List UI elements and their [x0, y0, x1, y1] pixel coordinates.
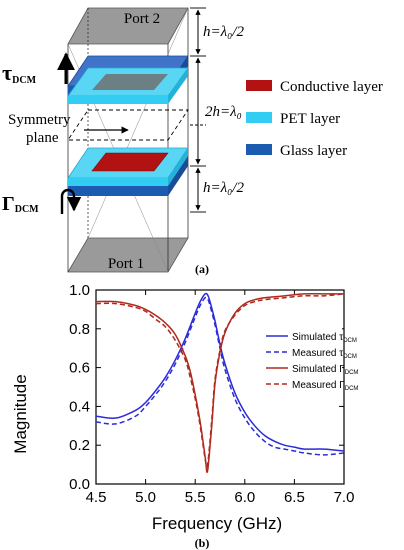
legend-label-3: Measured ΓDCM [292, 380, 358, 392]
symmetry-label: Symmetry [8, 112, 71, 128]
x-tick-label: 5.0 [135, 489, 156, 506]
symmetry-label-line2: plane [26, 130, 59, 146]
x-tick-label: 5.5 [185, 489, 206, 506]
symmetry-plane [67, 109, 189, 141]
dim-top-label: h=λ₀/2 [203, 24, 245, 40]
lower-slab [67, 147, 189, 196]
y-tick-label: 0.2 [69, 437, 90, 454]
schematic-figure: Port 2 Port 1 h=λ₀/2 2h=λ₀ h=λ₀/2 τDCM Γ… [2, 7, 383, 273]
tau-symbol: τDCM [2, 60, 37, 86]
y-tick-label: 0.6 [69, 360, 90, 377]
y-tick-label: 0.8 [69, 321, 90, 338]
dim-bottom-label: h=λ₀/2 [203, 180, 245, 196]
port-2-label: Port 2 [124, 11, 160, 27]
legend-swatch-pet [246, 112, 272, 123]
legend-swatch-glass [246, 144, 272, 155]
series-line-1 [95, 296, 345, 456]
legend-label-conductive: Conductive layer [280, 79, 383, 95]
series-line-0 [95, 292, 345, 452]
lower-conductive-patch [91, 152, 169, 172]
gamma-symbol: ΓDCM [2, 193, 39, 215]
legend-label-2: Simulated ΓDCM [292, 364, 358, 376]
legend-label-glass: Glass layer [280, 143, 347, 159]
legend-label-1: Measured τDCM [292, 348, 357, 360]
y-tick-label: 1.0 [69, 282, 90, 299]
x-tick-label: 7.0 [334, 489, 355, 506]
plot-frame [95, 289, 345, 485]
x-tick-label: 6.5 [284, 489, 305, 506]
caption-b: (b) [195, 536, 210, 550]
y-tick-label: 0.0 [69, 476, 90, 493]
legend-label-0: Simulated τDCM [292, 332, 357, 344]
series-line-2 [95, 292, 344, 474]
y-tick-label: 0.4 [69, 398, 90, 415]
x-axis-title: Frequency (GHz) [152, 514, 282, 533]
legend-swatch-conductive [246, 80, 272, 91]
magnitude-chart: 4.5 5.0 5.5 6.0 6.5 7.0 0.0 0.2 0.4 0.6 0.8 1.0Simu… [11, 282, 358, 550]
gamma-arrow [60, 188, 82, 214]
y-axis-title: Magnitude [11, 374, 30, 453]
x-tick-label: 6.0 [234, 489, 255, 506]
layer-legend: Conductive layer PET layer Glass layer [246, 79, 383, 159]
legend-box [262, 326, 342, 394]
caption-a: (a) [195, 262, 209, 276]
legend-label-pet: PET layer [280, 111, 340, 127]
dimension-bracket [190, 7, 206, 213]
upper-conductive-patch [92, 74, 168, 90]
port-1-label: Port 1 [108, 256, 144, 272]
x-tick-label: 4.5 [86, 489, 107, 506]
series-line-3 [95, 293, 345, 468]
dim-mid-label: 2h=λ₀ [205, 104, 242, 120]
upper-slab [67, 55, 189, 104]
